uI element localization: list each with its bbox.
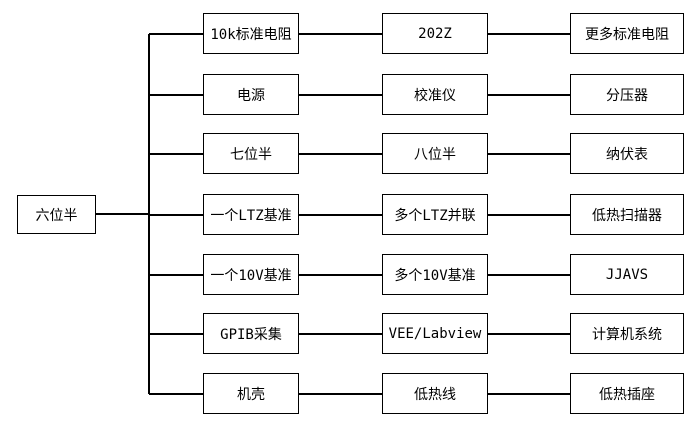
row-4-level3-label: 低热扫描器 [592, 207, 662, 224]
row-6-level1-label: GPIB采集 [220, 326, 282, 343]
row-4-level3-node: 低热扫描器 [570, 194, 684, 235]
row-7-level1-label: 机壳 [237, 386, 265, 403]
row-5-level1-node: 一个10V基准 [203, 254, 299, 295]
row-4-level2-node: 多个LTZ并联 [382, 194, 488, 235]
row-7-level2-label: 低热线 [414, 386, 456, 403]
row-2-level3-node: 分压器 [570, 74, 684, 115]
row-2-level2-label: 校准仪 [414, 87, 456, 104]
row-1-level3-node: 更多标准电阻 [570, 13, 684, 54]
row-6-level3-label: 计算机系统 [592, 326, 662, 343]
row-3-level3-label: 纳伏表 [606, 146, 648, 163]
row-6-level3-node: 计算机系统 [570, 313, 684, 354]
row-3-level1-label: 七位半 [230, 146, 272, 163]
row-7-level2-node: 低热线 [382, 373, 488, 414]
row-5-level3-node: JJAVS [570, 254, 684, 295]
row-6-level2-label: VEE/Labview [388, 325, 482, 342]
row-2-level2-node: 校准仪 [382, 74, 488, 115]
row-2-level1-node: 电源 [203, 74, 299, 115]
row-3-level2-label: 八位半 [414, 146, 456, 163]
row-1-level2-node: 202Z [382, 13, 488, 54]
row-6-level1-node: GPIB采集 [203, 313, 299, 354]
row-7-level3-label: 低热插座 [599, 386, 655, 403]
root-label: 六位半 [35, 207, 78, 224]
row-1-level2-label: 202Z [418, 25, 452, 42]
row-4-level1-node: 一个LTZ基准 [203, 194, 299, 235]
row-5-level2-label: 多个10V基准 [394, 267, 476, 284]
row-1-level1-label: 10k标准电阻 [210, 26, 292, 43]
row-2-level1-label: 电源 [237, 87, 265, 104]
row-1-level1-node: 10k标准电阻 [203, 13, 299, 54]
row-6-level2-node: VEE/Labview [382, 313, 488, 354]
row-5-level3-label: JJAVS [605, 266, 649, 283]
row-3-level2-node: 八位半 [382, 133, 488, 174]
row-2-level3-label: 分压器 [606, 87, 648, 104]
row-3-level1-node: 七位半 [203, 133, 299, 174]
row-7-level3-node: 低热插座 [570, 373, 684, 414]
row-5-level2-node: 多个10V基准 [382, 254, 488, 295]
row-5-level1-label: 一个10V基准 [210, 267, 292, 284]
row-3-level3-node: 纳伏表 [570, 133, 684, 174]
row-4-level1-label: 一个LTZ基准 [210, 207, 292, 224]
row-1-level3-label: 更多标准电阻 [585, 26, 669, 43]
root-node: 六位半 [17, 195, 96, 234]
row-4-level2-label: 多个LTZ并联 [394, 207, 476, 224]
row-7-level1-node: 机壳 [203, 373, 299, 414]
